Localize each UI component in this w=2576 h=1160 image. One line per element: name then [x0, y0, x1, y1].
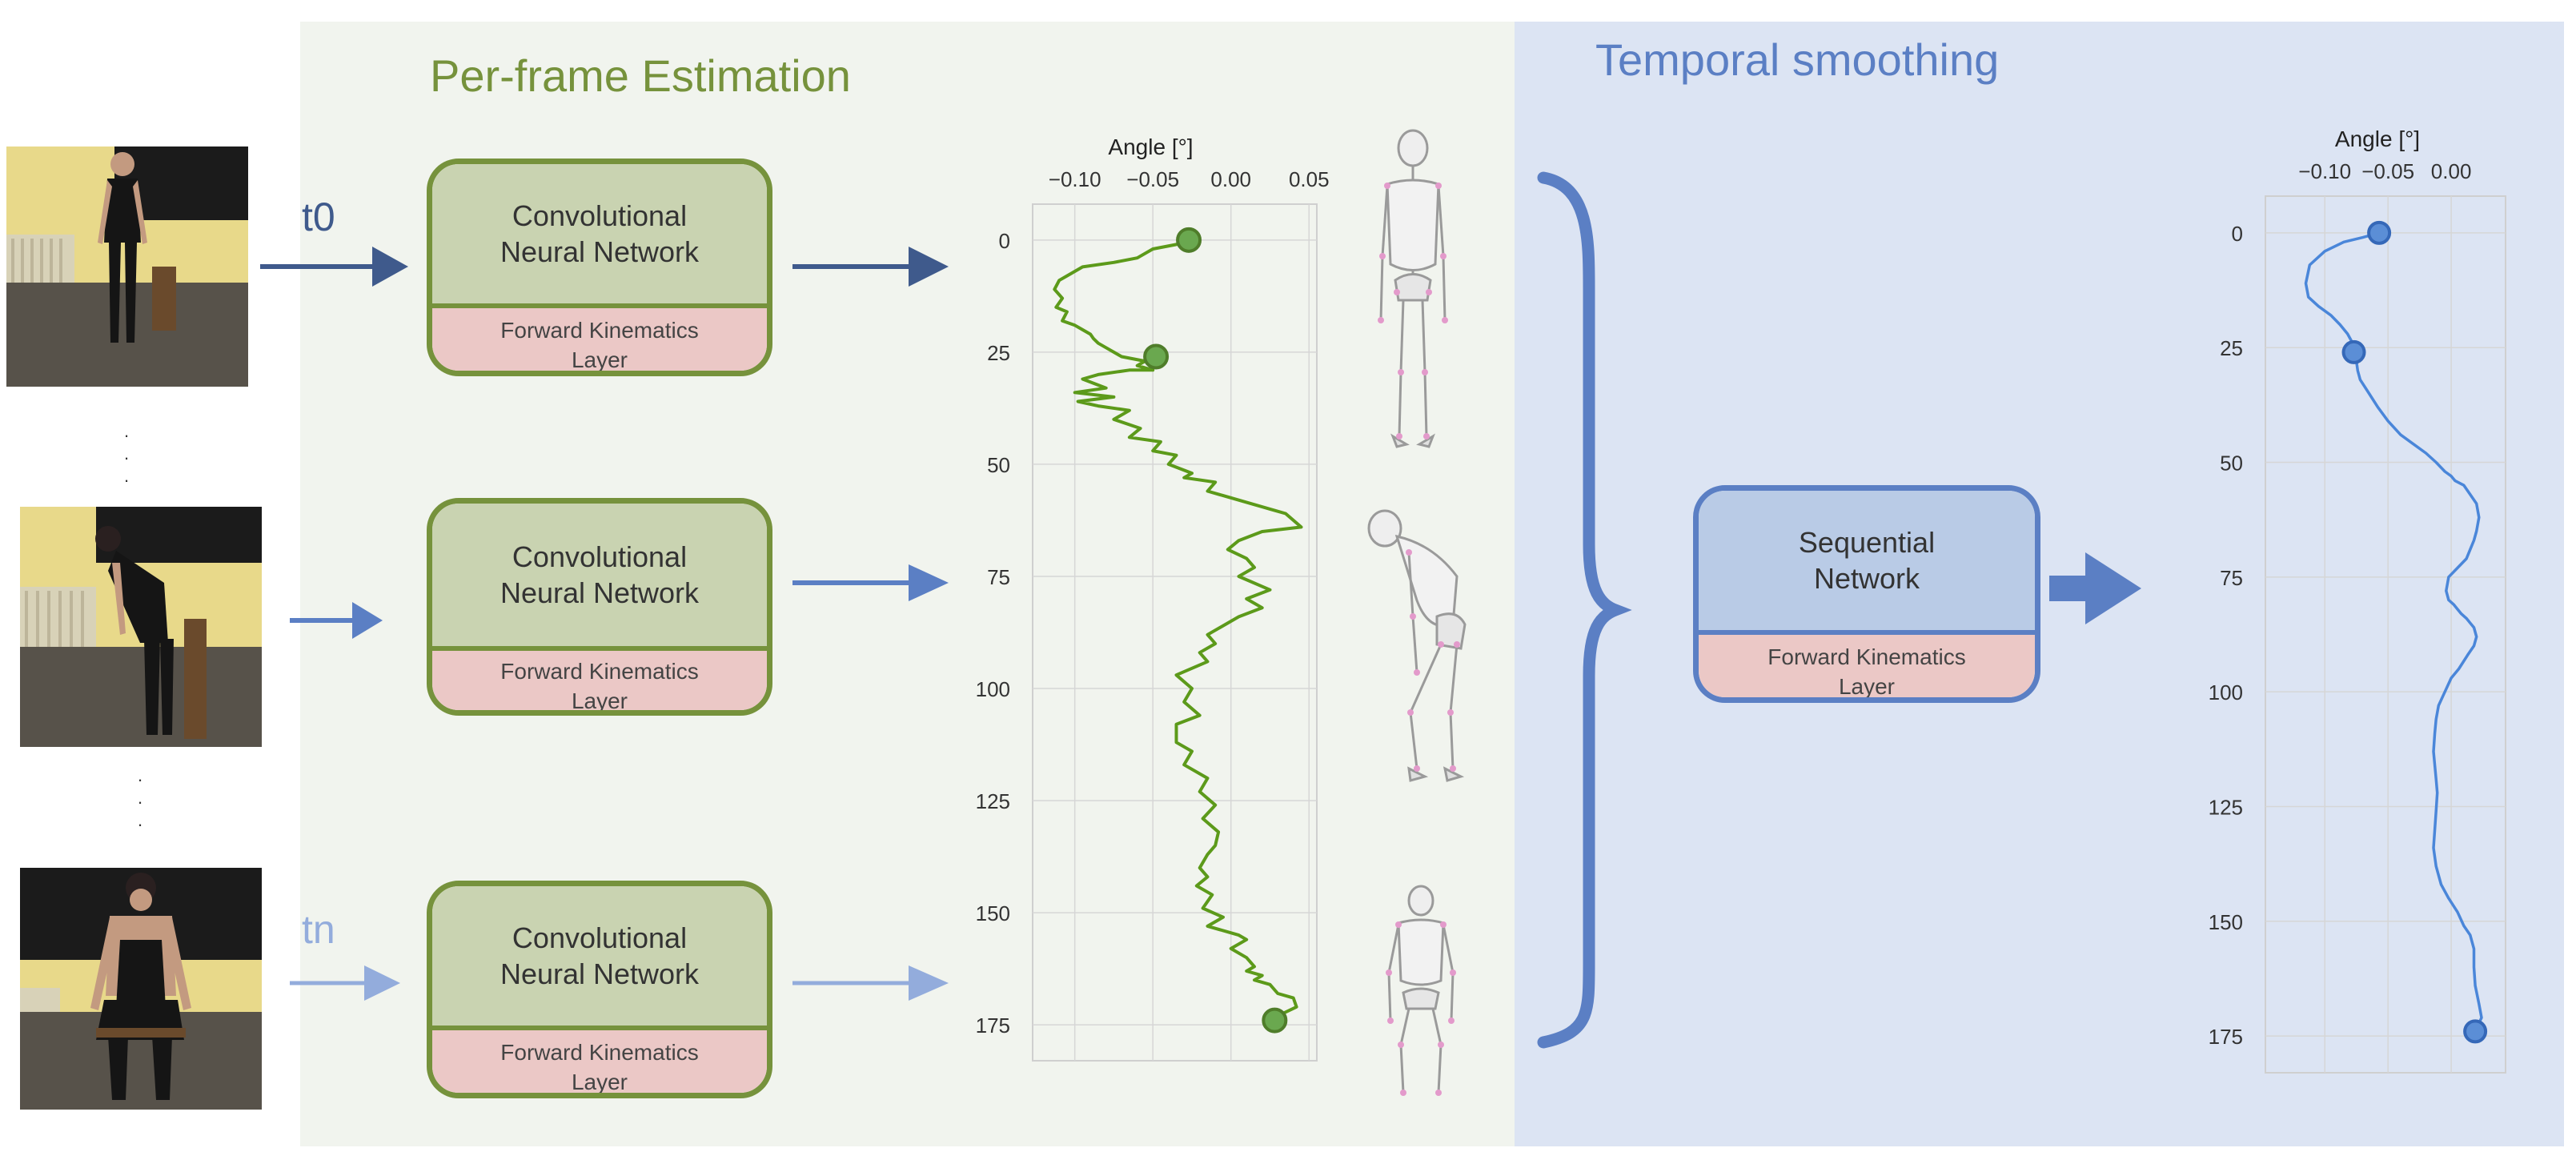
frame-marker-point	[1143, 343, 1170, 370]
y-tick-label: 175	[2209, 1025, 2243, 1049]
y-tick-label: 25	[987, 341, 1010, 365]
y-tick-label: 100	[976, 677, 1010, 701]
y-tick-label: 175	[976, 1013, 1010, 1038]
frame-marker-point	[1262, 1007, 1288, 1034]
forward-kinematics-layer-label: Forward Kinematics Layer	[1699, 630, 2035, 697]
forward-kinematics-layer-label: Forward Kinematics Layer	[432, 303, 767, 371]
x-axis-label: Angle [°]	[1108, 134, 1193, 159]
y-tick-label: 150	[976, 901, 1010, 925]
video-frame-t0-standing	[6, 147, 248, 387]
arrow-cnn-mid	[792, 564, 949, 601]
frame-marker-point	[2367, 220, 2392, 245]
arrow-frame-mid	[290, 602, 383, 639]
y-tick-label: 75	[2220, 566, 2243, 590]
smoothed-angle-chart: −0.10 −0.05 0.00 0 25 50 75 100 125 150 175 Angle […	[2209, 126, 2506, 1074]
tn-label: tn	[302, 907, 335, 952]
right-curly-brace-icon	[1537, 171, 1632, 1049]
angle-series-line	[1053, 238, 1303, 1018]
y-tick-label: 0	[2232, 222, 2243, 246]
y-tick-label: 0	[999, 229, 1010, 253]
frame-marker-point	[1176, 227, 1202, 253]
frame-marker-point	[2463, 1019, 2488, 1044]
frame-marker-point	[2341, 339, 2366, 364]
cnn-block-mid: Convolutional Neural Network Forward Kin…	[427, 498, 772, 716]
per-frame-estimation-title: Per-frame Estimation	[430, 50, 851, 101]
temporal-smoothing-title: Temporal smoothing	[1595, 34, 2000, 85]
forward-kinematics-layer-label: Forward Kinematics Layer	[432, 1026, 767, 1093]
human-skeleton-icon	[1367, 509, 1467, 782]
x-tick-label: −0.05	[2361, 159, 2414, 183]
y-tick-label: 25	[2220, 336, 2243, 360]
y-tick-label: 125	[976, 789, 1010, 813]
arrow-cnn-t0	[792, 247, 949, 287]
y-tick-label: 50	[987, 453, 1010, 477]
per-frame-angle-chart: −0.10 −0.05 0.00 0.05 0 25 50 75 100 125 150 175 Ang…	[976, 134, 1330, 1062]
video-frame-tn-sitting	[20, 868, 262, 1110]
t0-label: t0	[302, 195, 335, 239]
ellipsis-2: . . .	[137, 765, 143, 830]
y-tick-label: 75	[987, 565, 1010, 589]
video-frame-bending	[20, 507, 262, 747]
x-tick-label: −0.05	[1126, 167, 1179, 191]
y-tick-label: 100	[2209, 680, 2243, 704]
ellipsis-1: . . .	[123, 421, 130, 486]
y-tick-label: 150	[2209, 910, 2243, 934]
arrow-frame-tn	[290, 965, 400, 1001]
cnn-label: Convolutional Neural Network	[432, 886, 767, 1026]
x-tick-label: −0.10	[1049, 167, 1101, 191]
cnn-label: Convolutional Neural Network	[432, 504, 767, 646]
x-tick-label: −0.10	[2298, 159, 2351, 183]
plot-area	[1032, 203, 1318, 1062]
forward-kinematics-layer-label: Forward Kinematics Layer	[432, 646, 767, 710]
cnn-block-t0: Convolutional Neural Network Forward Kin…	[427, 159, 772, 376]
human-skeleton-icon	[1378, 129, 1448, 448]
cnn-label: Convolutional Neural Network	[432, 164, 767, 303]
cnn-block-tn: Convolutional Neural Network Forward Kin…	[427, 881, 772, 1098]
x-tick-label: 0.05	[1289, 167, 1330, 191]
y-tick-label: 125	[2209, 795, 2243, 819]
sequential-network-label: Sequential Network	[1699, 491, 2035, 630]
arrow-frame-t0	[260, 247, 408, 287]
plot-area	[2265, 195, 2506, 1074]
x-tick-label: 0.00	[2431, 159, 2472, 183]
y-tick-label: 50	[2220, 452, 2243, 476]
x-tick-label: 0.00	[1210, 167, 1251, 191]
sequential-network-block: Sequential Network Forward Kinematics La…	[1693, 485, 2040, 703]
x-axis-label: Angle [°]	[2335, 126, 2420, 151]
human-skeleton-icon	[1386, 885, 1456, 1096]
arrow-cnn-tn	[792, 965, 949, 1001]
arrow-sequential-output	[2049, 552, 2141, 624]
